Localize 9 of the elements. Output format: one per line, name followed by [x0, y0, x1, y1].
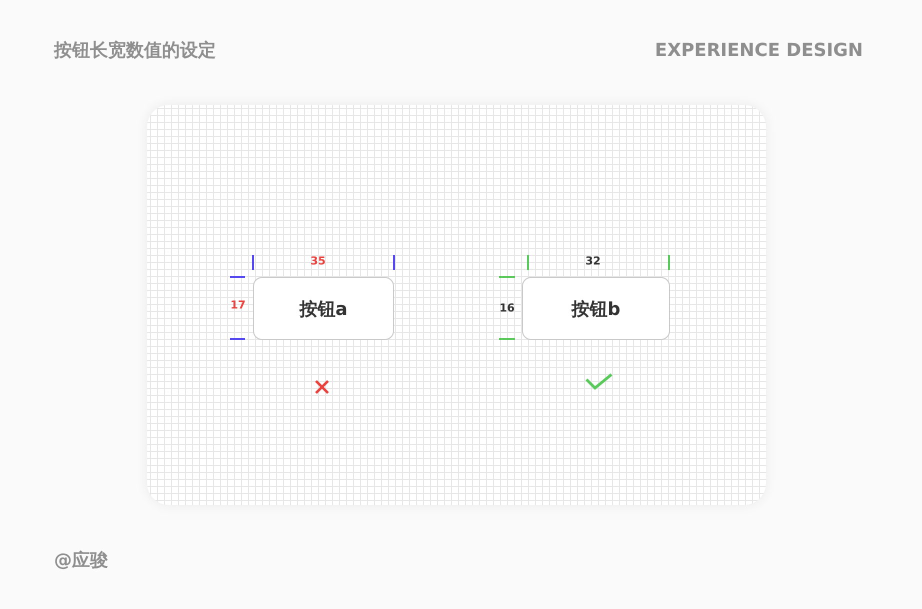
dimension-label: 17 — [230, 298, 246, 312]
author-credit: @应骏 — [54, 550, 108, 572]
button: 按钮a — [253, 277, 394, 340]
dimension-label: 16 — [499, 302, 515, 314]
dimension-label: 35 — [310, 254, 326, 268]
page-title: 按钮长宽数值的设定 — [54, 40, 216, 62]
button: 按钮b — [522, 277, 670, 340]
dimension-label: 32 — [585, 254, 601, 268]
brand-heading: EXPERIENCE DESIGN — [654, 40, 863, 62]
